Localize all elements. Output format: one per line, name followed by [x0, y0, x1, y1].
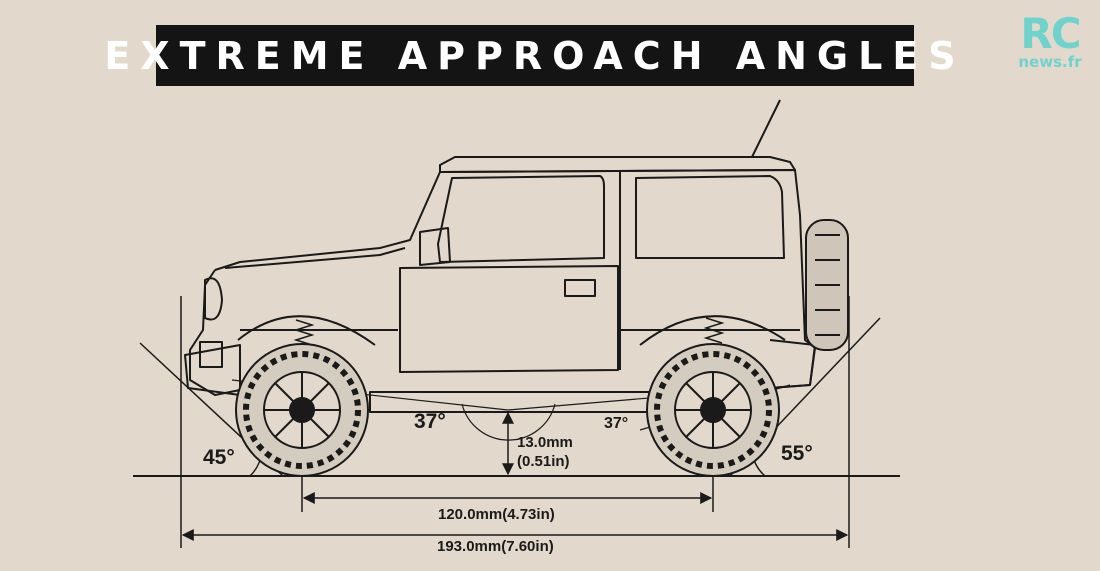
- rcnews-logo: RC news.fr: [1010, 9, 1090, 71]
- rear-wheel: [646, 343, 780, 477]
- front-wheel: [235, 343, 369, 477]
- overall-length-label: 193.0mm(7.60in): [437, 538, 554, 555]
- front-suspension: [293, 319, 315, 346]
- approach-angle-label: 45°: [203, 446, 235, 469]
- rear-angle-label: 37°: [604, 415, 629, 432]
- title-banner: EXTREME APPROACH ANGLES: [104, 25, 956, 86]
- departure-angle-label: 55°: [781, 442, 813, 465]
- clearance-mm-label: 13.0mm: [517, 434, 573, 451]
- wheelbase-label: 120.0mm(4.73in): [438, 506, 555, 523]
- logo-sub-text: news.fr: [1018, 53, 1082, 71]
- breakover-angle-label: 37°: [414, 410, 446, 433]
- vehicle-body: [184, 99, 849, 413]
- page-title: EXTREME APPROACH ANGLES: [104, 33, 966, 78]
- clearance-in-label: (0.51in): [517, 453, 570, 470]
- rear-suspension: [703, 317, 725, 344]
- logo-main-text: RC: [1020, 9, 1081, 58]
